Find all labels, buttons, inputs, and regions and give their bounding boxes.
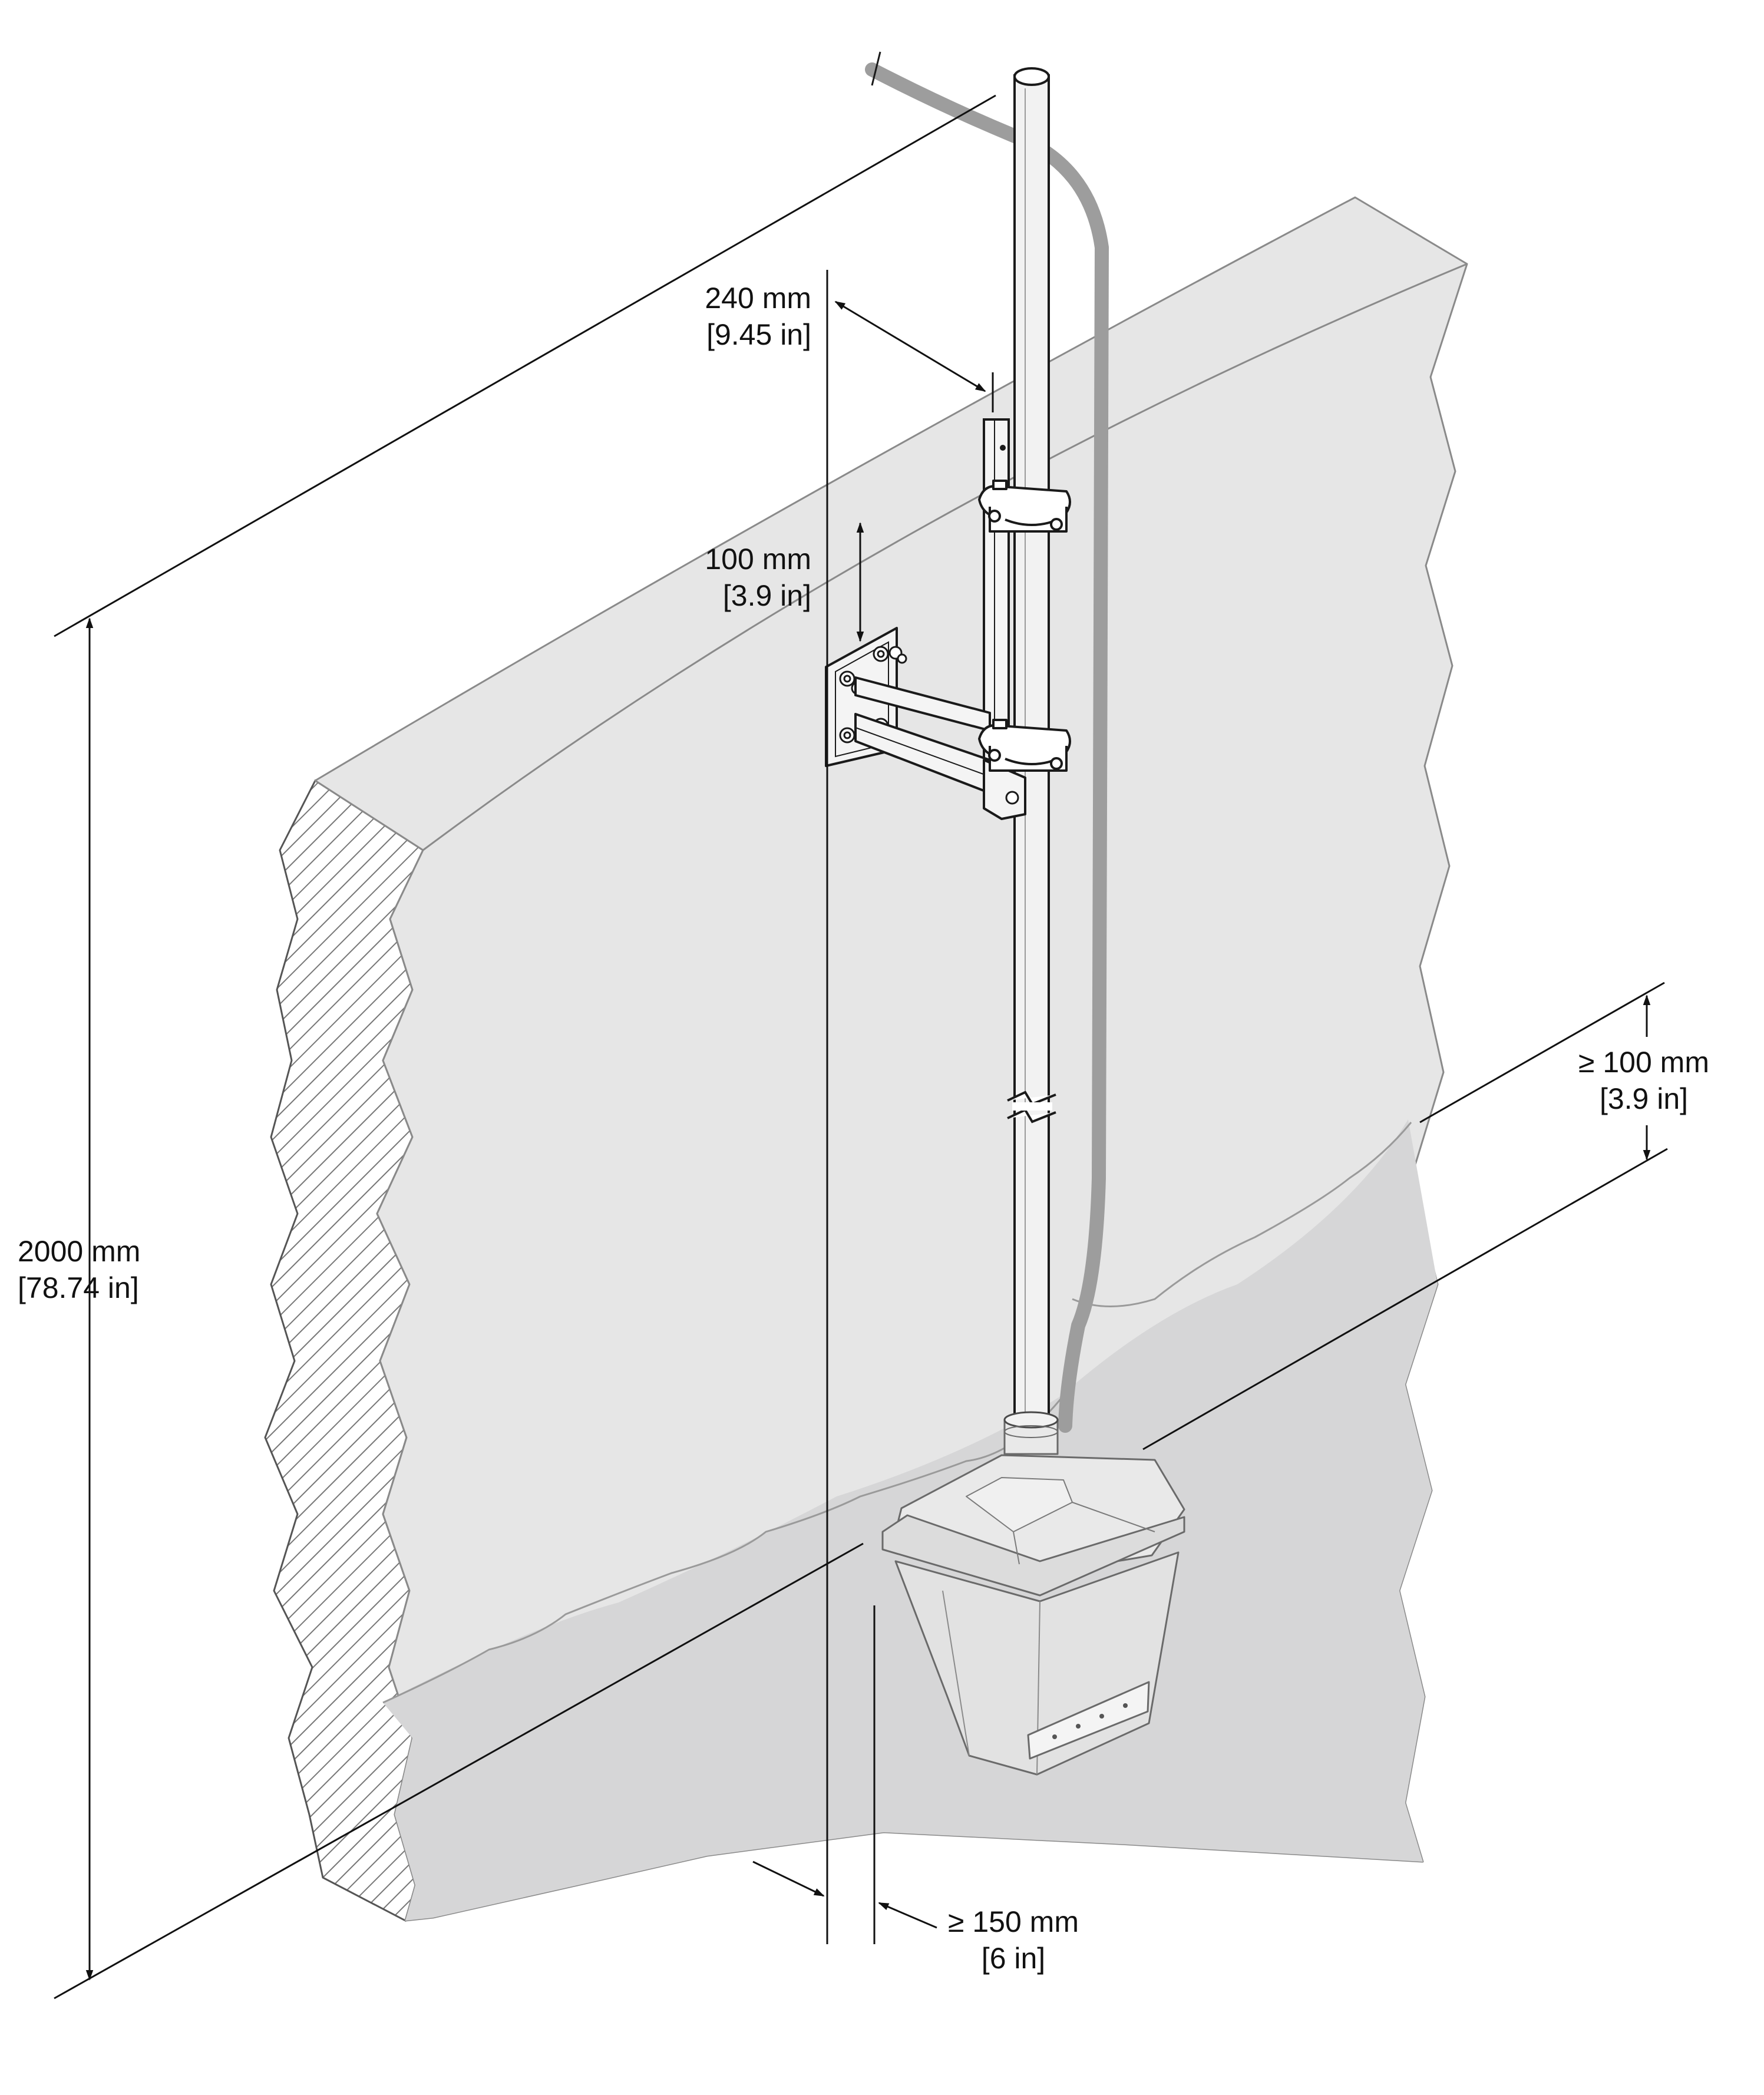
label-clamp-spacing: 100 mm [3.9 in] bbox=[705, 541, 811, 614]
dimension-bottom-clearance-lines bbox=[752, 1605, 937, 1944]
label-immersion-depth: ≥ 100 mm [3.9 in] bbox=[1555, 1044, 1732, 1117]
label-clamp-spacing-in: [3.9 in] bbox=[722, 579, 811, 612]
label-height-total-in: [78.74 in] bbox=[18, 1271, 139, 1304]
water-surface-wave bbox=[1072, 1122, 1412, 1307]
label-immersion-depth-in: [3.9 in] bbox=[1599, 1082, 1689, 1115]
bracket-end-block bbox=[983, 759, 1026, 820]
dimension-height-lines bbox=[54, 94, 996, 2000]
label-height-total: 2000 mm [78.74 in] bbox=[18, 1233, 140, 1306]
water-wave-line bbox=[382, 1399, 1062, 1704]
dimension-immersion-lines bbox=[1142, 982, 1668, 1450]
pole-break-symbol bbox=[1007, 1091, 1056, 1123]
label-bracket-offset-in: [9.45 in] bbox=[706, 318, 811, 351]
pole-top-cap bbox=[1013, 67, 1050, 86]
label-bracket-offset-mm: 240 mm bbox=[705, 282, 811, 315]
label-bottom-clearance-in: [6 in] bbox=[981, 1942, 1046, 1975]
pole-clamp-upper bbox=[978, 480, 1071, 533]
label-immersion-depth-mm: ≥ 100 mm bbox=[1578, 1046, 1709, 1079]
dimension-bracket-offset-lines bbox=[826, 270, 994, 1944]
label-bottom-clearance-mm: ≥ 150 mm bbox=[948, 1905, 1079, 1938]
pole-clamp-lower bbox=[978, 719, 1071, 772]
cable-break-mark bbox=[871, 51, 881, 86]
wall-top-ledge bbox=[422, 263, 1468, 851]
label-bottom-clearance: ≥ 150 mm [6 in] bbox=[925, 1904, 1102, 1977]
label-height-total-mm: 2000 mm bbox=[18, 1235, 141, 1268]
sensor-housing bbox=[881, 1411, 1185, 1776]
label-clamp-spacing-mm: 100 mm bbox=[705, 543, 811, 576]
label-bracket-offset: 240 mm [9.45 in] bbox=[705, 280, 811, 353]
cable bbox=[865, 62, 1109, 1433]
